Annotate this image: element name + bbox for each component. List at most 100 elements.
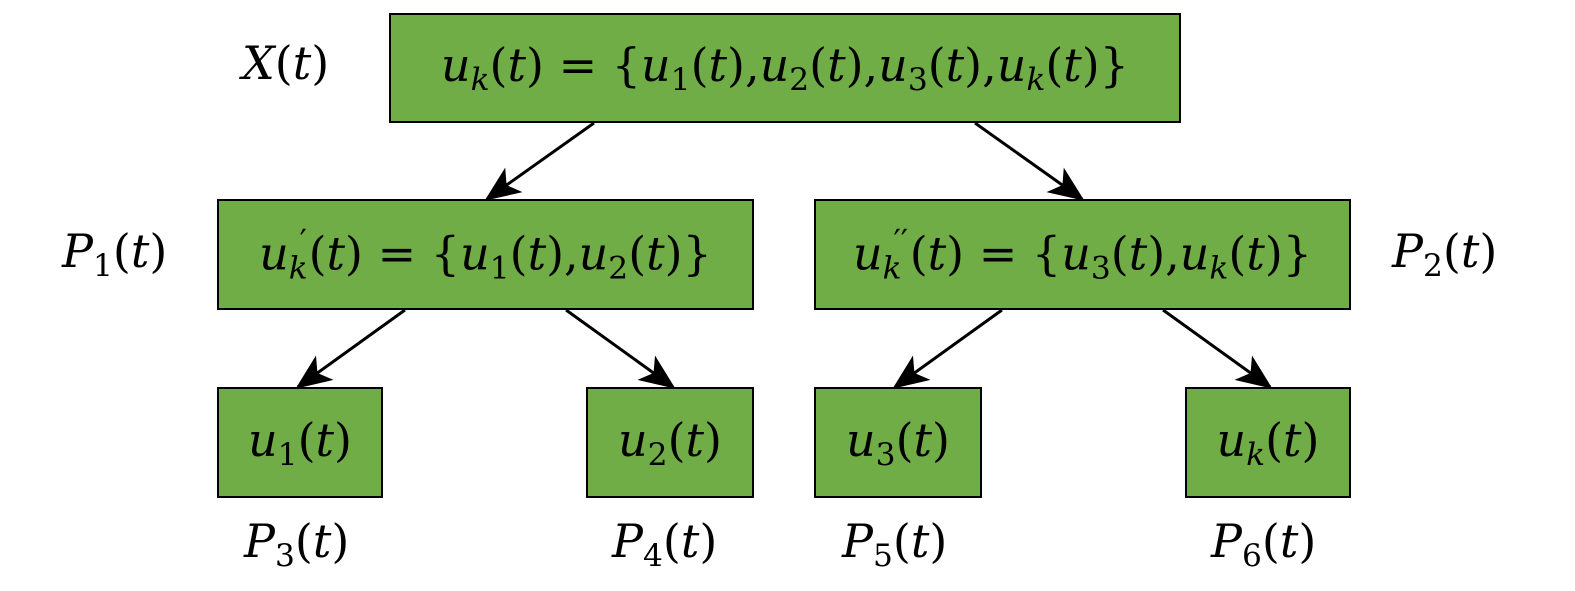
math-subscript: k xyxy=(288,250,308,287)
math-variable: u xyxy=(259,226,289,281)
math-argument: t xyxy=(1063,38,1082,93)
math-subscript: 3 xyxy=(875,436,896,473)
math-subscript: 1 xyxy=(92,247,113,284)
partition-label-P1: P1(t) xyxy=(62,224,167,284)
leaf-label-P4: P4(t) xyxy=(612,514,717,574)
leaf-label-P3: P3(t) xyxy=(244,514,349,574)
math-argument: t xyxy=(315,412,335,467)
math-argument: t xyxy=(292,36,312,90)
leaf-node-u1: u1(t) xyxy=(217,387,383,498)
paren: ( xyxy=(509,226,528,281)
math-argument: t xyxy=(130,224,150,278)
math-variable: P xyxy=(62,224,93,278)
math-subscript: 3 xyxy=(1090,250,1111,287)
math-variable: P xyxy=(612,514,643,568)
paren: ) xyxy=(331,514,350,568)
equals-brace: = { xyxy=(543,38,642,93)
paren: ) xyxy=(1298,514,1317,568)
leaf-expression: u3(t) xyxy=(846,413,950,473)
math-subscript: 3 xyxy=(907,61,928,98)
math-argument: t xyxy=(910,514,930,568)
paren: ) xyxy=(964,38,983,93)
math-variable: X xyxy=(242,36,275,90)
math-variable: u xyxy=(996,38,1027,93)
partition-node-P1: uk′(t) = {u1(t),u2(t)} xyxy=(217,199,754,310)
math-argument: t xyxy=(708,38,728,93)
math-variable: u xyxy=(759,38,790,93)
paren: ( xyxy=(909,226,928,281)
math-variable: u xyxy=(1179,226,1210,281)
math-variable: u xyxy=(641,38,671,93)
math-variable: u xyxy=(1216,412,1247,467)
paren: ( xyxy=(927,38,946,93)
paren: ) xyxy=(334,412,352,467)
paren: ) xyxy=(929,514,948,568)
prime-mark: ′′ xyxy=(893,222,909,261)
leaf-expression: uk(t) xyxy=(1217,413,1320,473)
comma: , xyxy=(1165,226,1180,281)
paren: ) xyxy=(845,38,864,93)
leaf-node-u2: u2(t) xyxy=(586,387,754,498)
math-argument: t xyxy=(1460,224,1480,278)
paren: ( xyxy=(297,412,316,467)
math-subscript: 4 xyxy=(642,537,663,574)
paren: ( xyxy=(294,514,313,568)
math-argument: t xyxy=(827,38,846,93)
paren: ) xyxy=(699,514,718,568)
paren: ) xyxy=(526,38,544,93)
math-variable: u xyxy=(852,226,883,281)
math-variable: u xyxy=(460,226,490,281)
comma: , xyxy=(863,38,879,93)
math-subscript: 2 xyxy=(647,436,668,473)
paren: ) xyxy=(1081,38,1100,93)
paren: ) xyxy=(311,36,330,90)
math-variable: u xyxy=(1061,226,1091,281)
math-subscript: 5 xyxy=(872,537,893,574)
paren: ) xyxy=(1264,226,1283,281)
math-subscript: 2 xyxy=(789,61,810,98)
paren: ) xyxy=(946,226,965,281)
math-variable: u xyxy=(440,38,471,93)
paren: ( xyxy=(112,224,131,278)
leaf-expression: u1(t) xyxy=(248,413,352,473)
root-node: uk(t) = {u1(t),u2(t),u3(t),uk(t)} xyxy=(389,13,1181,123)
paren: ( xyxy=(1265,412,1284,467)
paren: ) xyxy=(345,226,363,281)
paren: ) xyxy=(149,224,168,278)
arrow-level2-1-to-leaf-3 xyxy=(1162,308,1273,389)
math-subscript: k xyxy=(1026,61,1046,98)
paren: ( xyxy=(628,226,647,281)
paren: ( xyxy=(489,38,508,93)
math-subscript: 2 xyxy=(1422,247,1443,284)
paren: ) xyxy=(727,38,745,93)
math-argument: t xyxy=(1279,514,1299,568)
paren: ( xyxy=(274,36,293,90)
leaf-node-u3: u3(t) xyxy=(814,387,982,498)
arrow-root-to-level2-0 xyxy=(484,121,595,201)
leaf-expression: u2(t) xyxy=(618,413,722,473)
math-variable: P xyxy=(1211,514,1242,568)
partition-node-P2: uk′′(t) = {u3(t),uk(t)} xyxy=(814,199,1351,310)
comma: , xyxy=(982,38,997,93)
paren: ( xyxy=(1261,514,1280,568)
paren: ) xyxy=(704,412,722,467)
paren: ( xyxy=(1110,226,1129,281)
math-subscript: 1 xyxy=(670,61,691,98)
paren: ) xyxy=(1479,224,1498,278)
math-argument: t xyxy=(1128,226,1148,281)
math-subscript: 2 xyxy=(608,250,629,287)
math-subscript: 6 xyxy=(1241,537,1262,574)
math-subscript: k xyxy=(470,61,490,98)
partition-expression-P2: uk′′(t) = {u3(t),uk(t)} xyxy=(853,222,1312,286)
paren: ) xyxy=(546,226,565,281)
leaf-label-P6: P6(t) xyxy=(1211,514,1316,574)
math-argument: t xyxy=(527,226,547,281)
brace: } xyxy=(1282,226,1313,281)
partition-label-P2: P2(t) xyxy=(1392,224,1497,284)
paren: ( xyxy=(1045,38,1064,93)
math-argument: t xyxy=(1283,412,1302,467)
paren: ) xyxy=(1301,412,1320,467)
math-argument: t xyxy=(312,514,332,568)
